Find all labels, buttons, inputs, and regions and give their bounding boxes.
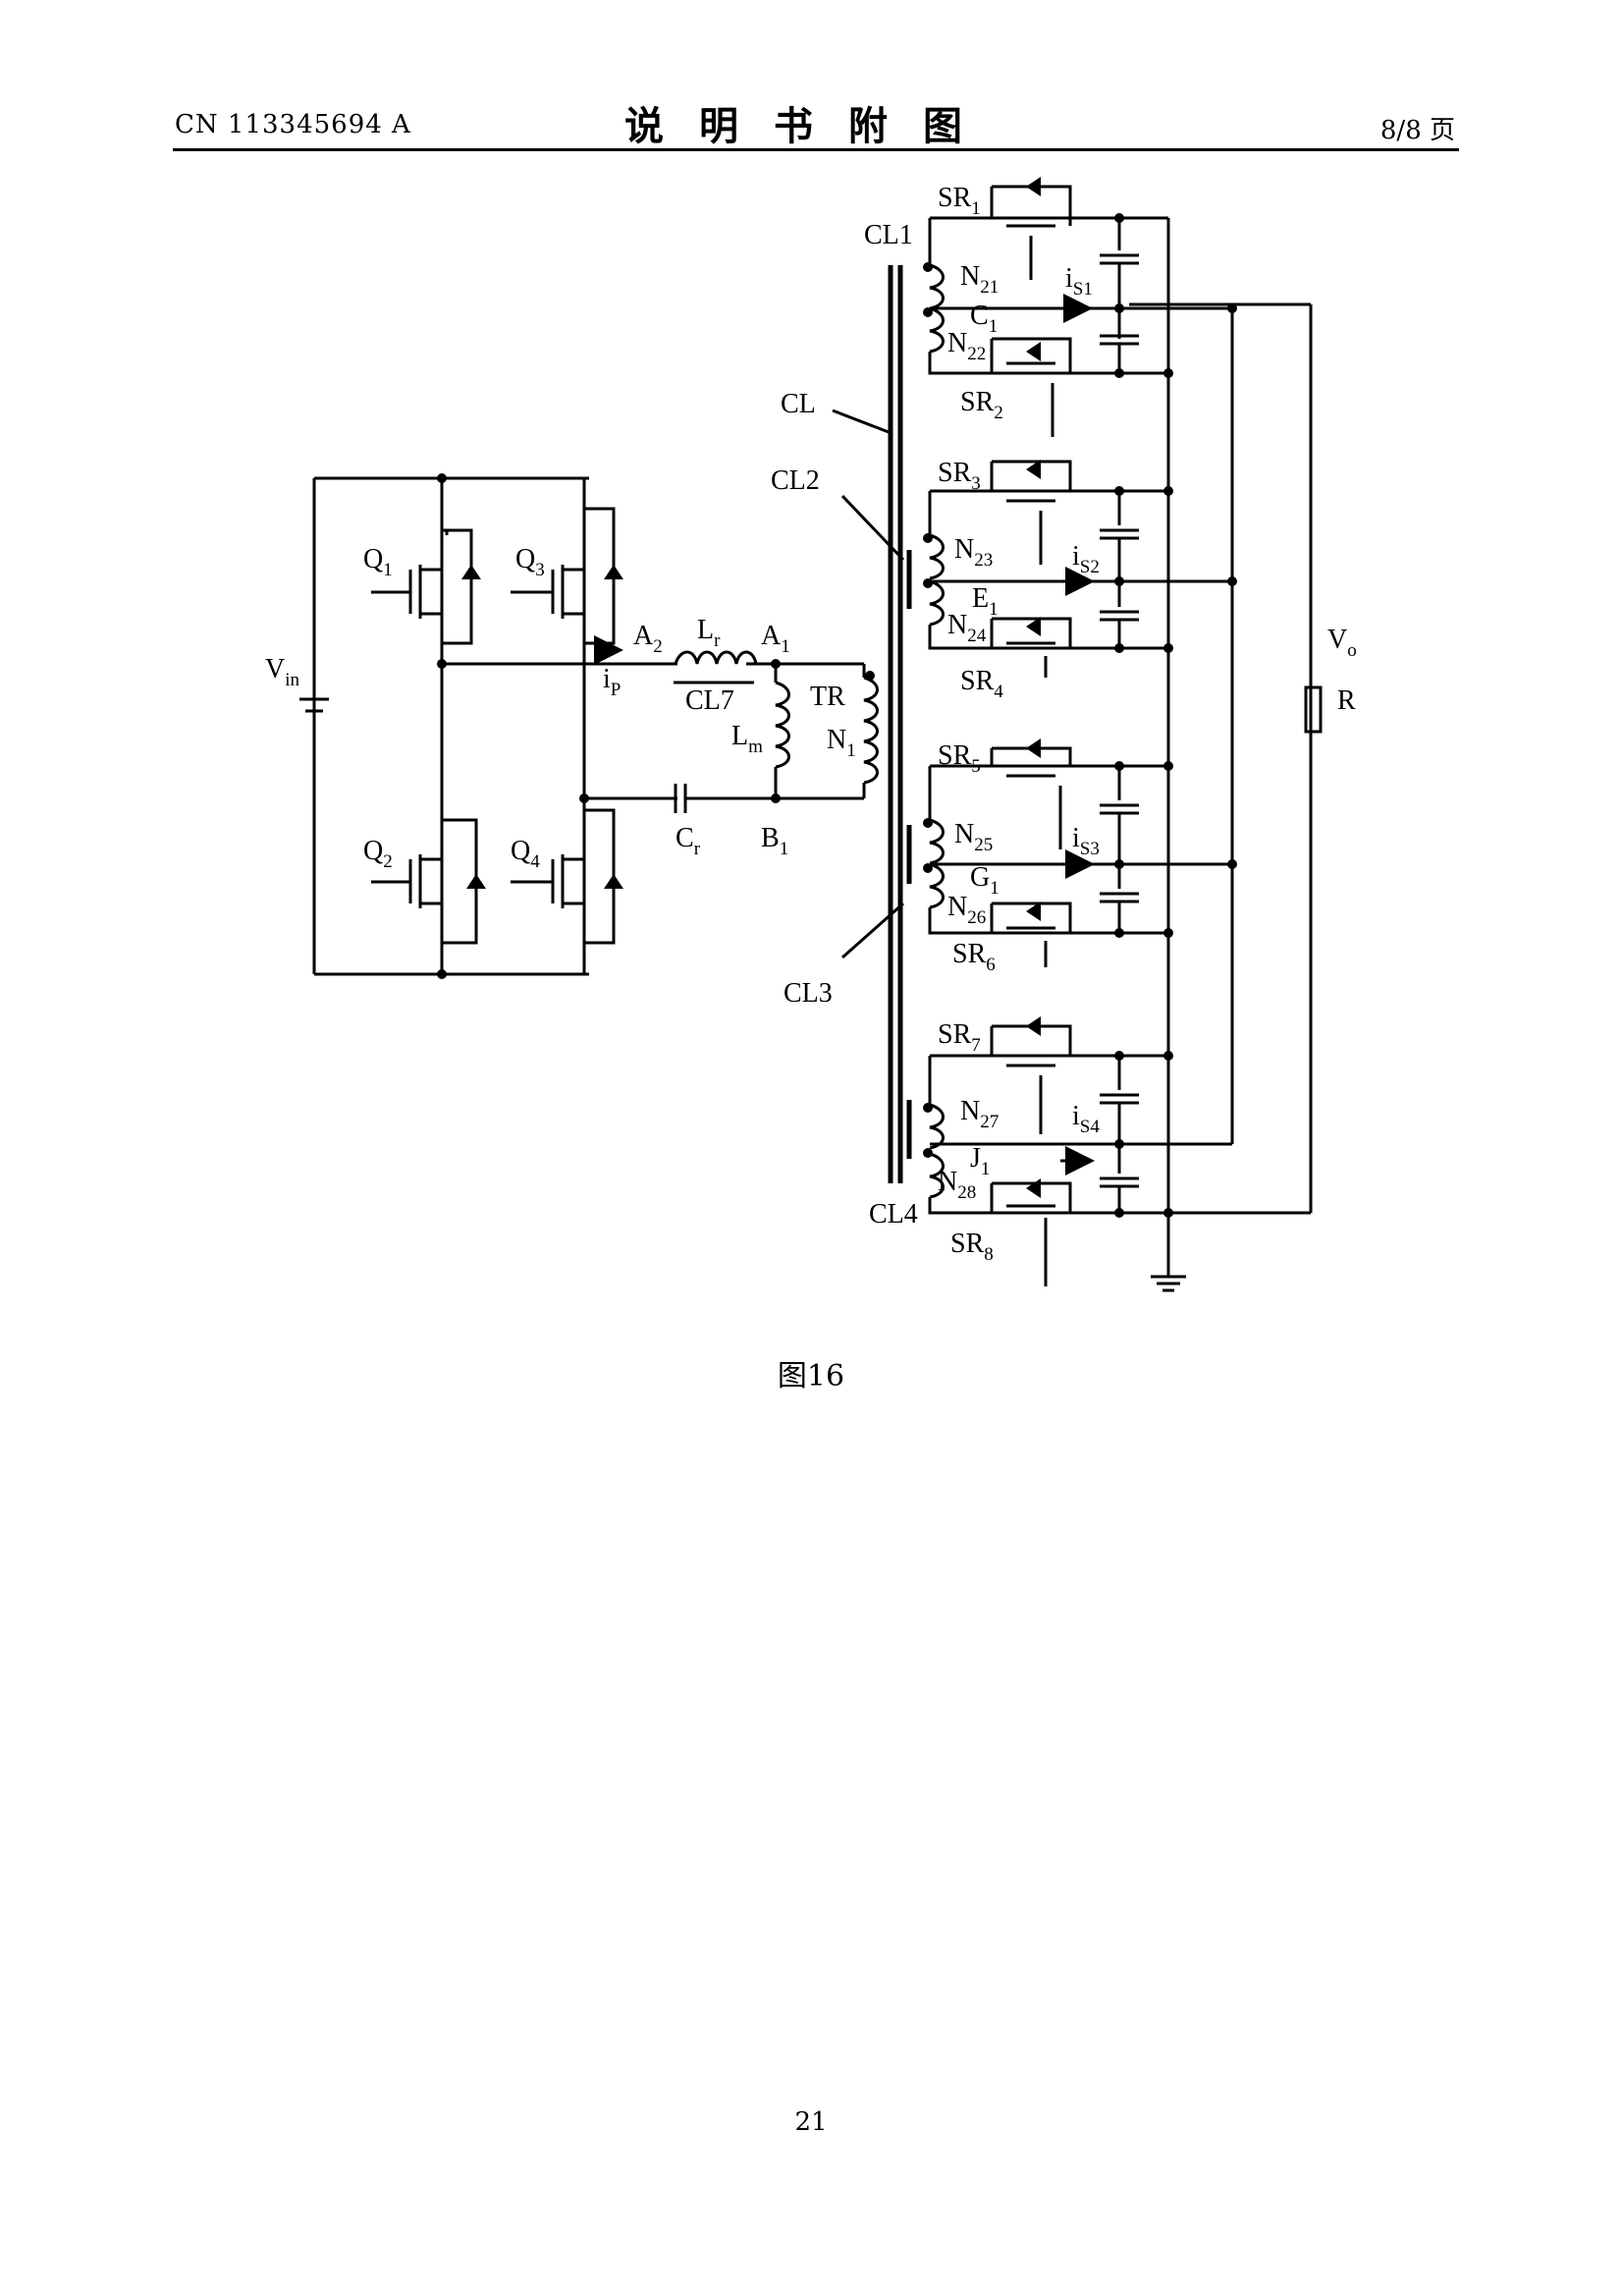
circuit-diagram: Vin Q1 Q3 Q2 Q4 A2 Lr A1 iP CL7 Lm TR N1…	[265, 177, 1357, 1292]
secondary-cell-4	[928, 1024, 1232, 1286]
svg-text:SR2: SR2	[960, 387, 1003, 423]
svg-text:Cr: Cr	[676, 823, 701, 859]
svg-text:CL7: CL7	[685, 685, 734, 716]
q1-mosfet	[371, 528, 473, 645]
svg-text:J1: J1	[970, 1143, 990, 1179]
svg-text:Q4: Q4	[511, 836, 540, 872]
page-of-count: 8/8 页	[1379, 116, 1455, 145]
svg-text:Lr: Lr	[697, 615, 721, 651]
svg-text:SR4: SR4	[960, 666, 1003, 702]
svg-text:iS4: iS4	[1072, 1101, 1100, 1137]
q4-mosfet	[511, 808, 616, 945]
svg-text:iS3: iS3	[1072, 823, 1100, 859]
svg-text:R: R	[1337, 685, 1356, 716]
q2-mosfet	[371, 818, 478, 945]
svg-text:SR3: SR3	[938, 458, 981, 494]
svg-text:N1: N1	[827, 725, 856, 761]
page-number: 21	[794, 2107, 828, 2137]
svg-text:CL1: CL1	[864, 220, 913, 250]
figure-caption: 图16	[777, 1359, 845, 1394]
svg-text:Q1: Q1	[363, 544, 393, 580]
svg-text:N24: N24	[947, 610, 987, 646]
svg-text:E1: E1	[972, 583, 999, 620]
svg-text:B1: B1	[761, 823, 788, 859]
svg-text:N27: N27	[960, 1096, 999, 1132]
svg-text:Q2: Q2	[363, 836, 393, 872]
diagram-labels: Vin Q1 Q3 Q2 Q4 A2 Lr A1 iP CL7 Lm TR N1…	[265, 183, 1357, 1265]
svg-text:N23: N23	[954, 534, 993, 571]
header-rule	[173, 148, 1459, 151]
svg-text:iS2: iS2	[1072, 541, 1100, 577]
q3-mosfet	[511, 507, 616, 645]
svg-text:SR1: SR1	[938, 183, 981, 219]
svg-text:SR8: SR8	[950, 1229, 994, 1265]
svg-text:SR6: SR6	[952, 939, 996, 975]
svg-text:CL4: CL4	[869, 1199, 918, 1230]
svg-text:N25: N25	[954, 819, 993, 855]
svg-text:Vo: Vo	[1327, 625, 1357, 661]
svg-text:Vin: Vin	[265, 654, 300, 690]
svg-text:N22: N22	[947, 328, 986, 364]
svg-text:N28: N28	[938, 1167, 976, 1203]
svg-text:A2: A2	[633, 621, 663, 657]
document-number: CN 113345694 A	[175, 110, 411, 139]
section-title: 说明书附图	[624, 104, 998, 149]
secondary-cell-2	[928, 460, 1232, 678]
nodes-and-diodes	[437, 177, 1237, 1218]
svg-text:C1: C1	[970, 301, 998, 337]
secondary-cell-3	[928, 746, 1232, 967]
svg-text:iS1: iS1	[1065, 263, 1093, 300]
svg-text:SR5: SR5	[938, 740, 981, 777]
svg-text:CL2: CL2	[771, 465, 820, 496]
svg-text:Q3: Q3	[515, 544, 545, 580]
svg-text:TR: TR	[810, 682, 845, 712]
svg-text:N26: N26	[947, 892, 986, 928]
svg-text:CL3: CL3	[784, 978, 833, 1009]
circuit-wires	[299, 185, 1323, 1292]
svg-text:Lm: Lm	[731, 721, 763, 757]
svg-text:iP: iP	[603, 664, 621, 700]
secondary-cell-1	[928, 185, 1232, 437]
svg-text:N21: N21	[960, 261, 999, 298]
svg-text:A1: A1	[761, 621, 790, 657]
svg-text:SR7: SR7	[938, 1019, 981, 1056]
svg-text:CL: CL	[781, 389, 816, 419]
svg-text:G1: G1	[970, 862, 1000, 899]
